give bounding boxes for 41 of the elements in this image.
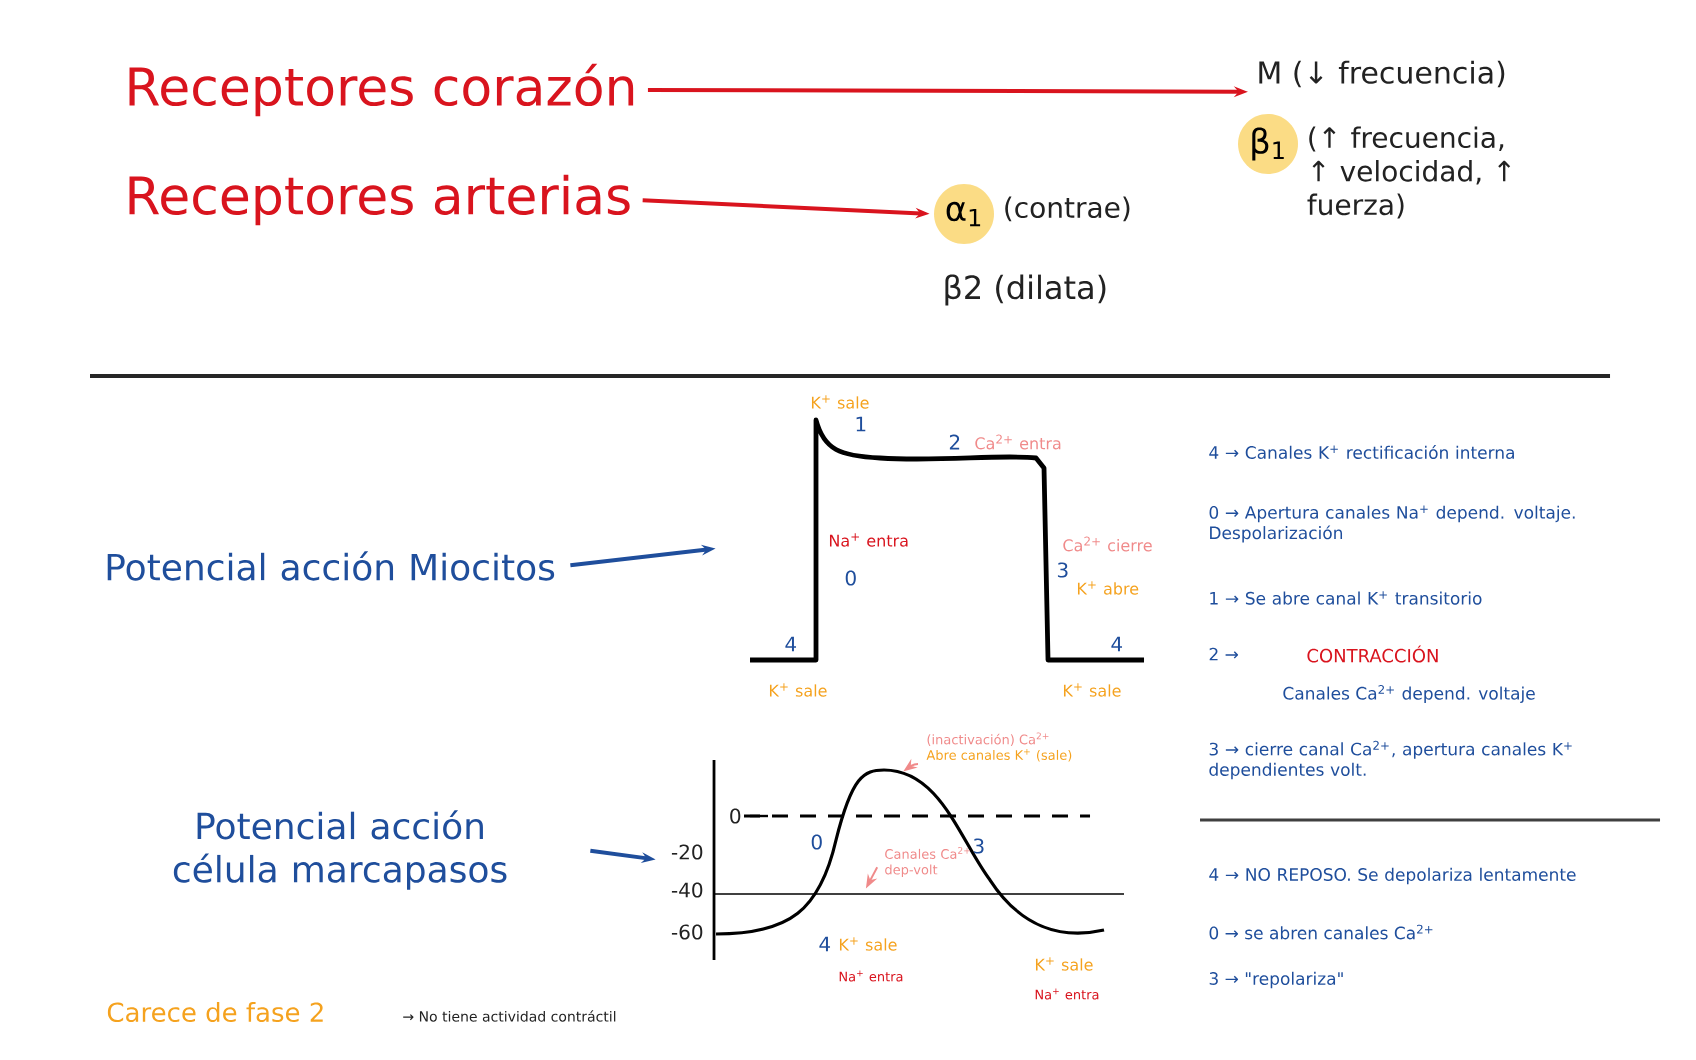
axis-tick-label: -40 (671, 882, 703, 898)
phase-number: 0 (811, 834, 822, 850)
note: 1 → Se abre canal K$^{+}$ transitorio (1210, 591, 1482, 605)
note: 0 → Apertura canales Na$^{+}$ depend. voltaje. Despolarización (1209, 505, 1575, 543)
ion-label: K$^{+}$ sale (1036, 957, 1093, 971)
heading: M (↓ frecuencia) (1259, 60, 1505, 88)
phase-number: 4 (1111, 636, 1122, 652)
annotation: (↑ frecuencia, ↑ velocidad, ↑ fuerza) (1307, 126, 1511, 219)
phase-number: 4 (819, 936, 830, 952)
note: 2 → (1209, 647, 1239, 661)
axis-tick-label: -60 (671, 924, 703, 940)
phase-number: 4 (785, 636, 796, 652)
phase-number: 3 (973, 838, 984, 854)
note: 0 → se abren canales Ca$^{2+}$ (1209, 924, 1433, 940)
ion-label: K$^{+}$ sale (840, 937, 897, 951)
heading: Potencial acción célula marcapasos (173, 810, 507, 890)
ion-label: K$^{+}$ sale (770, 683, 827, 697)
phase-number: 1 (856, 416, 866, 432)
ion-label: Ca$^{2+}$ cierre (1063, 536, 1152, 552)
note: Canales Ca$^{2+}$ depend. voltaje (1283, 685, 1535, 704)
note: 3 → "repolariza" (1209, 971, 1343, 989)
note: Carece de fase 2 (107, 1001, 323, 1023)
ion-label: Na$^{+}$ entra (830, 533, 908, 547)
heading: Receptores arterias (129, 174, 630, 226)
annotation: (contrae) (1005, 196, 1130, 222)
axis-tick-label: 0 (730, 808, 741, 824)
emphasis-text: CONTRACCIÓN (1307, 645, 1438, 663)
heading: Potencial acción Miocitos (107, 551, 555, 581)
phase-number: 3 (1057, 562, 1068, 578)
ion-label: Ca$^{2+}$ entra (975, 434, 1061, 450)
axis-tick-label: -20 (671, 844, 703, 860)
ion-label: K$^{+}$ abre (1078, 581, 1139, 595)
annotation: β2 (dilata) (945, 274, 1106, 306)
note: 4 → Canales K$^{+}$ rectificación interna (1209, 445, 1514, 459)
ion-label: K$^{+}$ sale (1064, 683, 1121, 697)
phase-number: 2 (949, 434, 960, 450)
phase-number: 0 (845, 570, 856, 586)
action-potential-drawing (712, 760, 1125, 960)
note: 4 → NO REPOSO. Se depolariza lentamente (1209, 867, 1576, 885)
heading: Receptores corazón (129, 63, 634, 117)
note: 3 → cierre canal Ca$^{2+}$, apertura canales K$^{+}$ dependientes volt. (1209, 740, 1572, 780)
